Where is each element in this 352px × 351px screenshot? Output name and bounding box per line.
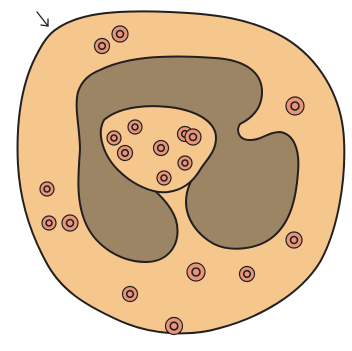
granule [166, 318, 183, 335]
granule [187, 263, 205, 281]
arrow-pointer-icon [37, 12, 48, 26]
granule [95, 39, 110, 54]
granule [40, 182, 54, 196]
granule [185, 129, 201, 145]
granule [112, 26, 128, 42]
granule [178, 156, 192, 170]
granule [286, 232, 302, 248]
granule [128, 120, 142, 134]
granule [240, 267, 255, 282]
arrow-shaft [37, 12, 48, 26]
granule [286, 97, 304, 115]
granule [42, 216, 56, 230]
granule [154, 141, 169, 156]
granule [107, 131, 121, 145]
granule [62, 215, 78, 231]
granule [118, 146, 133, 161]
granule [157, 171, 171, 185]
granule [123, 287, 138, 302]
